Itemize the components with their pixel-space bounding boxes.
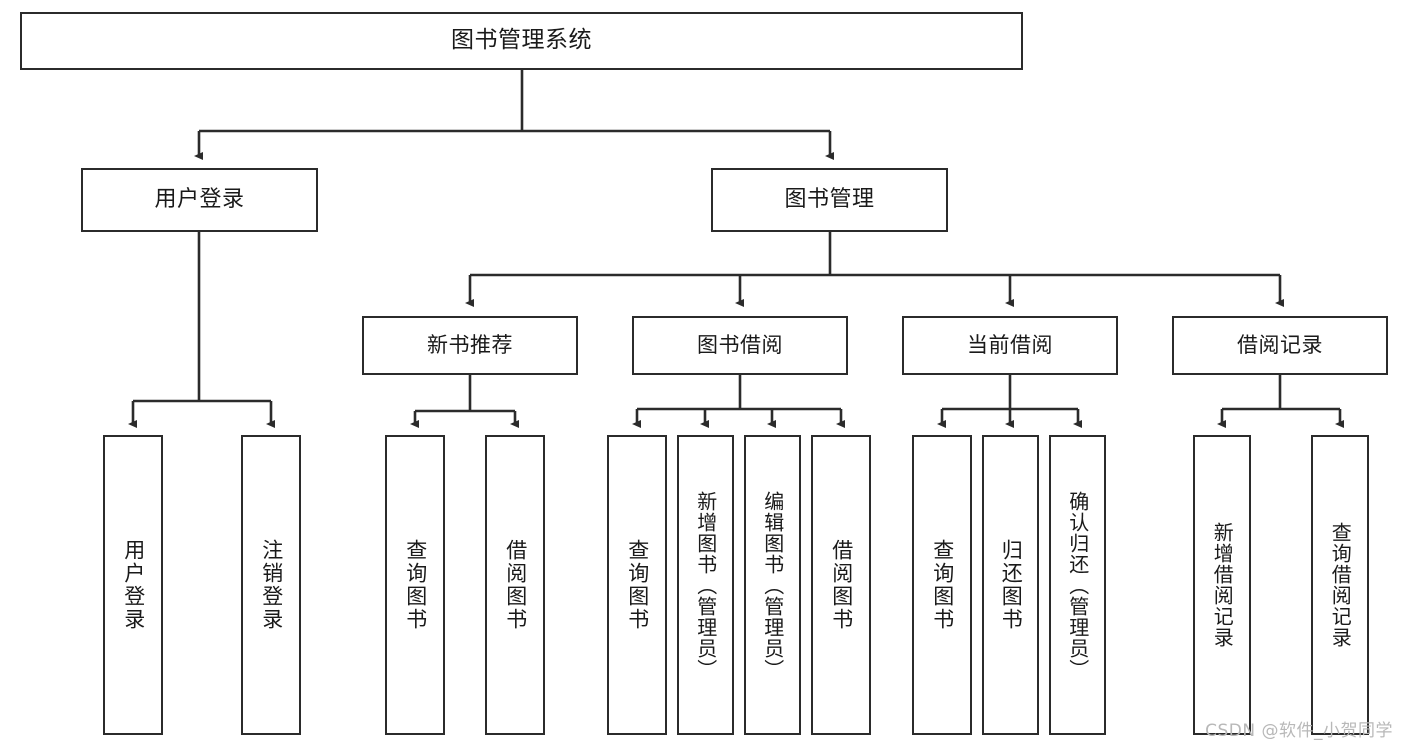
leaf-borrow-record-add-label: 新增借阅记录 <box>1210 522 1235 648</box>
node-current-borrow[interactable]: 当前借阅 <box>902 316 1118 375</box>
leaf-current-borrow-query-label: 查询图书 <box>930 539 955 631</box>
node-book-management[interactable]: 图书管理 <box>711 168 948 232</box>
leaf-current-borrow-return-label: 归还图书 <box>999 539 1024 631</box>
node-user-login[interactable]: 用户登录 <box>81 168 318 232</box>
leaf-book-borrow-add-label: 新增图书（管理员） <box>693 490 718 680</box>
leaf-book-borrow-edit[interactable]: 编辑图书（管理员） <box>744 435 801 735</box>
leaf-borrow-record-add[interactable]: 新增借阅记录 <box>1193 435 1251 735</box>
node-book-borrow[interactable]: 图书借阅 <box>632 316 848 375</box>
leaf-user-login-login[interactable]: 用户登录 <box>103 435 163 735</box>
leaf-current-borrow-confirm-label: 确认归还（管理员） <box>1065 490 1090 680</box>
leaf-book-borrow-query-label: 查询图书 <box>625 539 650 631</box>
leaf-new-book-query-label: 查询图书 <box>403 539 428 631</box>
leaf-user-login-logout-label: 注销登录 <box>259 539 284 631</box>
node-root[interactable]: 图书管理系统 <box>20 12 1023 70</box>
leaf-user-login-logout[interactable]: 注销登录 <box>241 435 301 735</box>
node-current-borrow-label: 当前借阅 <box>967 333 1053 358</box>
leaf-new-book-borrow-label: 借阅图书 <box>503 539 528 631</box>
node-book-management-label: 图书管理 <box>784 187 875 213</box>
leaf-new-book-query[interactable]: 查询图书 <box>385 435 445 735</box>
node-root-label: 图书管理系统 <box>451 27 592 54</box>
leaf-user-login-login-label: 用户登录 <box>121 539 146 631</box>
node-book-borrow-label: 图书借阅 <box>697 333 783 358</box>
node-new-book-recommend-label: 新书推荐 <box>427 333 513 358</box>
leaf-borrow-record-query[interactable]: 查询借阅记录 <box>1311 435 1369 735</box>
watermark-text: CSDN @软件_小贺同学 <box>1205 721 1393 741</box>
leaf-book-borrow-add[interactable]: 新增图书（管理员） <box>677 435 734 735</box>
leaf-new-book-borrow[interactable]: 借阅图书 <box>485 435 545 735</box>
leaf-book-borrow-query[interactable]: 查询图书 <box>607 435 667 735</box>
leaf-current-borrow-query[interactable]: 查询图书 <box>912 435 972 735</box>
leaf-book-borrow-borrow[interactable]: 借阅图书 <box>811 435 871 735</box>
leaf-borrow-record-query-label: 查询借阅记录 <box>1328 522 1353 648</box>
node-new-book-recommend[interactable]: 新书推荐 <box>362 316 578 375</box>
leaf-current-borrow-return[interactable]: 归还图书 <box>982 435 1039 735</box>
node-borrow-records-label: 借阅记录 <box>1237 333 1323 358</box>
node-borrow-records[interactable]: 借阅记录 <box>1172 316 1388 375</box>
leaf-current-borrow-confirm[interactable]: 确认归还（管理员） <box>1049 435 1106 735</box>
leaf-book-borrow-borrow-label: 借阅图书 <box>829 539 854 631</box>
node-user-login-label: 用户登录 <box>154 187 245 213</box>
leaf-book-borrow-edit-label: 编辑图书（管理员） <box>760 490 785 680</box>
